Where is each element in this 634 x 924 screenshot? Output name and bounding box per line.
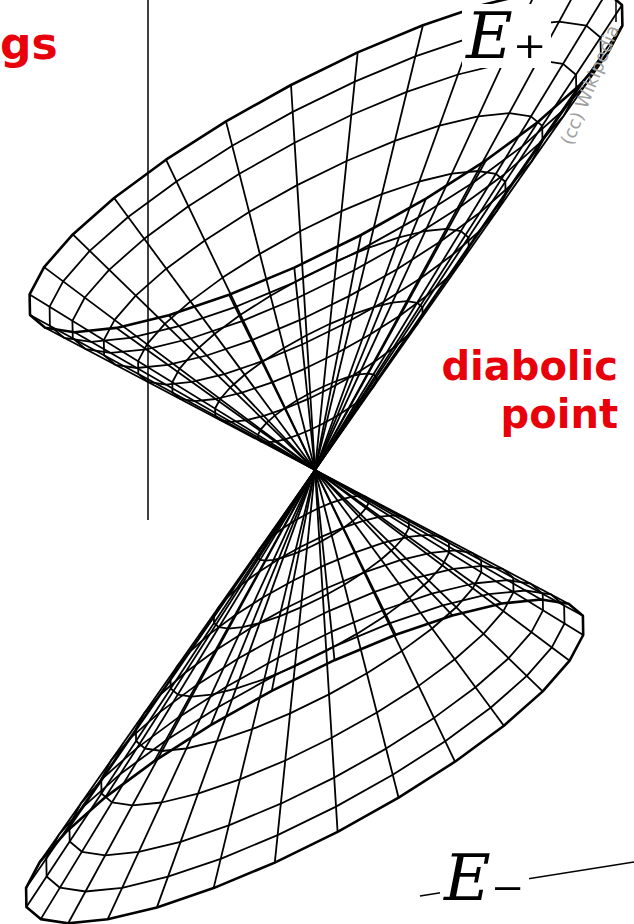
mesh-line	[258, 374, 377, 443]
axis-line	[147, 0, 149, 520]
mesh-line	[72, 60, 576, 353]
wireframe-mesh	[26, 0, 622, 923]
mesh-line	[104, 113, 543, 368]
watermark: (cc) Wikipedia	[556, 22, 623, 148]
point-label: diabolic point	[398, 342, 618, 438]
cut-off-title: gs	[0, 18, 58, 69]
mesh-line	[30, 0, 623, 332]
axis-line	[615, 0, 617, 22]
energy-label: E₊	[462, 4, 551, 68]
energy-label: E₋	[440, 846, 529, 910]
mesh-line	[257, 496, 368, 561]
mesh-line	[101, 566, 513, 806]
mesh-line	[26, 600, 583, 924]
mesh-line	[69, 580, 543, 855]
